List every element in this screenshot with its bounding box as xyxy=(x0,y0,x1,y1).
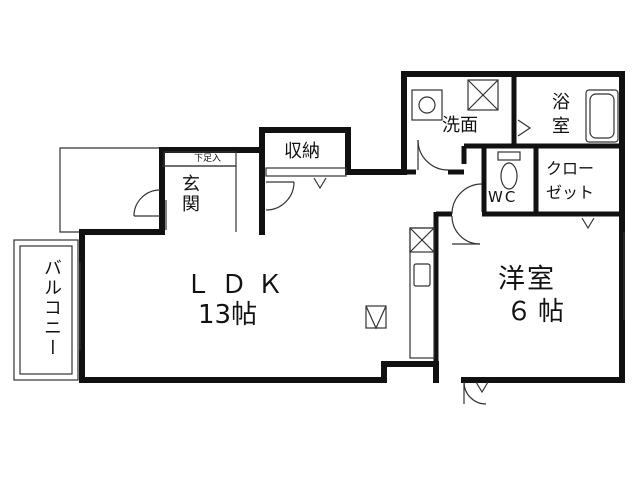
room-label-bathroom: 浴室 xyxy=(549,92,570,140)
room-label-closet-line1: クロー xyxy=(546,159,595,178)
door-swings xyxy=(133,119,595,405)
shoe-cabinet-label: 下足入 xyxy=(194,154,222,164)
room-label-genkan: 玄関 xyxy=(179,174,200,214)
room-size-youshitsu: ６帖 xyxy=(506,297,571,327)
balcony xyxy=(13,147,162,381)
room-size-ldk: 13帖 xyxy=(198,300,258,330)
fixtures xyxy=(79,79,625,359)
room-label-storage: 収納 xyxy=(284,141,320,162)
room-label-youshitsu: 洋室 xyxy=(498,264,556,295)
room-label-washroom: 洗面 xyxy=(442,115,478,136)
exterior-walls xyxy=(79,71,625,383)
inner-walls xyxy=(259,74,622,364)
room-label-closet-line2: ゼット xyxy=(546,183,595,202)
room-label-ldk: ＬＤＫ xyxy=(185,270,294,300)
room-label-wc: WC xyxy=(488,188,518,206)
room-label-balcony: バルコニー xyxy=(41,258,62,358)
